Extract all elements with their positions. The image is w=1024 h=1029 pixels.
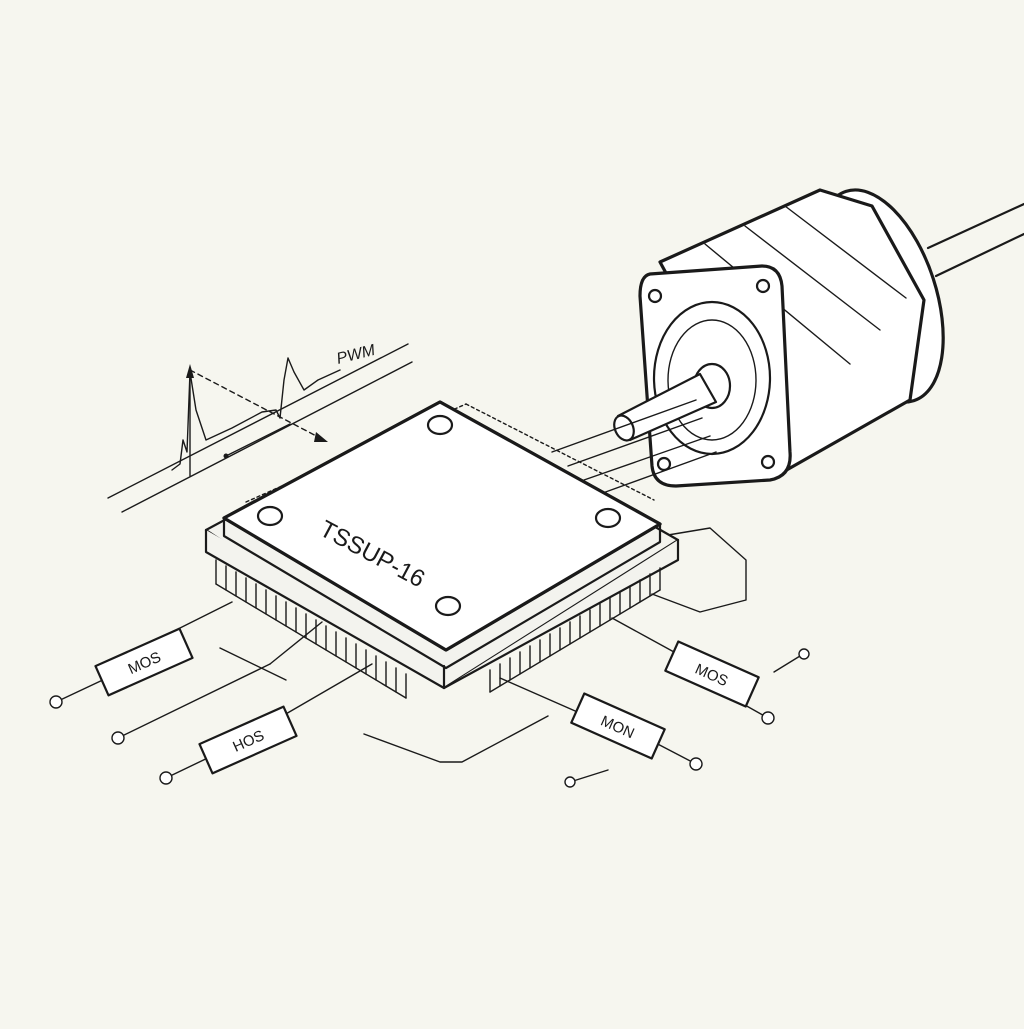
trace-right xyxy=(651,527,747,613)
motor xyxy=(613,188,1024,488)
motor-mount-hole-tl xyxy=(647,288,663,304)
lead-mos-right-in xyxy=(611,617,675,653)
trace-bottom xyxy=(363,715,549,763)
component-mon: MON xyxy=(570,692,666,760)
component-body xyxy=(570,692,666,760)
motor-wire-1 xyxy=(551,399,697,453)
chip-pins-front-right xyxy=(489,567,661,693)
chip-top-edge xyxy=(222,516,662,670)
pwm-arrow-right xyxy=(314,432,328,442)
motor-cable-upper xyxy=(926,202,1024,250)
chip-pins-front-left xyxy=(215,559,407,699)
terminal-6 xyxy=(761,711,775,725)
chip-pins-back-right xyxy=(465,403,655,501)
trace-left xyxy=(219,647,287,681)
terminal-4 xyxy=(689,757,703,771)
motor-body-line-3 xyxy=(784,205,907,299)
motor-body-line-2 xyxy=(744,225,881,331)
chip-corner-dot-right xyxy=(594,507,622,529)
chip-base-side-left xyxy=(204,528,446,690)
lead-mos-right-probe xyxy=(773,655,801,673)
terminal-3 xyxy=(159,771,173,785)
motor-mount-hole-br xyxy=(760,454,776,470)
component-body xyxy=(664,640,760,708)
motor-face-ring-inner xyxy=(667,319,757,441)
chip-corner-dot-bottom xyxy=(434,595,462,617)
motor-mount-hole-bl xyxy=(656,456,672,472)
pwm-period-line xyxy=(225,423,291,457)
motor-shaft-tip xyxy=(613,414,635,442)
motor-wire-4 xyxy=(599,451,717,495)
component-hos: HOS xyxy=(198,705,298,775)
lead-2 xyxy=(117,663,271,739)
motor-cable-lower xyxy=(934,232,1024,278)
pwm-dashed-guide xyxy=(189,369,325,441)
pwm-signal-trace xyxy=(171,357,341,471)
pwm-period-start xyxy=(223,453,229,459)
component-mos-right: MOS xyxy=(664,640,760,708)
lead-hos-out xyxy=(271,663,373,723)
pcb-traces xyxy=(219,527,747,763)
lead-2-upper xyxy=(269,621,323,665)
waveform-rail-upper xyxy=(107,343,409,499)
motor-wire-2 xyxy=(567,417,703,467)
terminal-5 xyxy=(564,776,576,788)
pwm-label: PWM xyxy=(335,342,378,368)
chip-corner-dot-left xyxy=(256,505,284,527)
lead-mon-in xyxy=(499,677,583,715)
chip-base-side-right xyxy=(442,538,680,690)
ic-chip: TSSUP-16 xyxy=(204,400,680,699)
terminal-7 xyxy=(798,648,810,660)
component-body xyxy=(198,705,298,775)
chip-corner-dot-top xyxy=(426,414,454,436)
chip-to-motor-wires xyxy=(551,399,717,495)
terminal-1 xyxy=(49,695,63,709)
motor-wire-3 xyxy=(583,435,711,481)
component-body xyxy=(94,627,194,697)
terminal-2 xyxy=(111,731,125,745)
motor-mount-hole-tr xyxy=(755,278,771,294)
lead-mon-probe xyxy=(569,769,609,783)
chip-top-face xyxy=(222,400,662,652)
pwm-arrow-up xyxy=(186,364,194,378)
component-mos-left: MOS xyxy=(94,627,194,697)
waveform-rail-lower xyxy=(121,361,413,513)
